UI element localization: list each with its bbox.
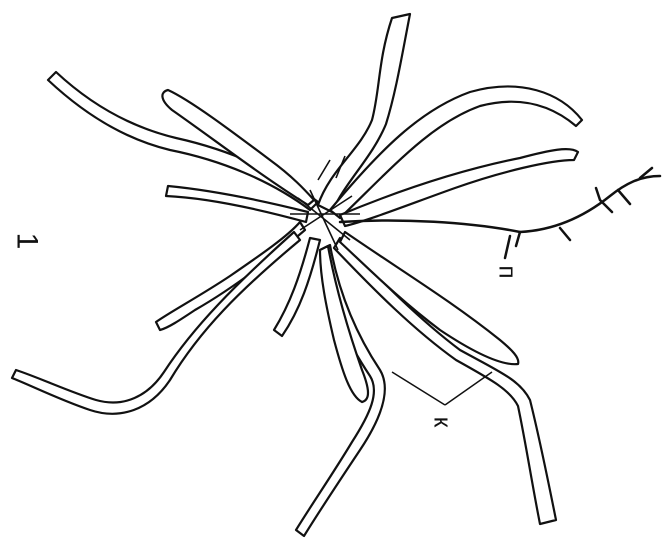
thick-root-label: к <box>427 417 455 428</box>
root-down-right <box>334 238 556 524</box>
figure-number-label: 1 <box>9 233 43 250</box>
root-down <box>296 245 385 536</box>
root-right-lower <box>340 232 518 364</box>
label-k-leaders <box>392 372 492 405</box>
thin-root-label: п <box>493 266 521 279</box>
